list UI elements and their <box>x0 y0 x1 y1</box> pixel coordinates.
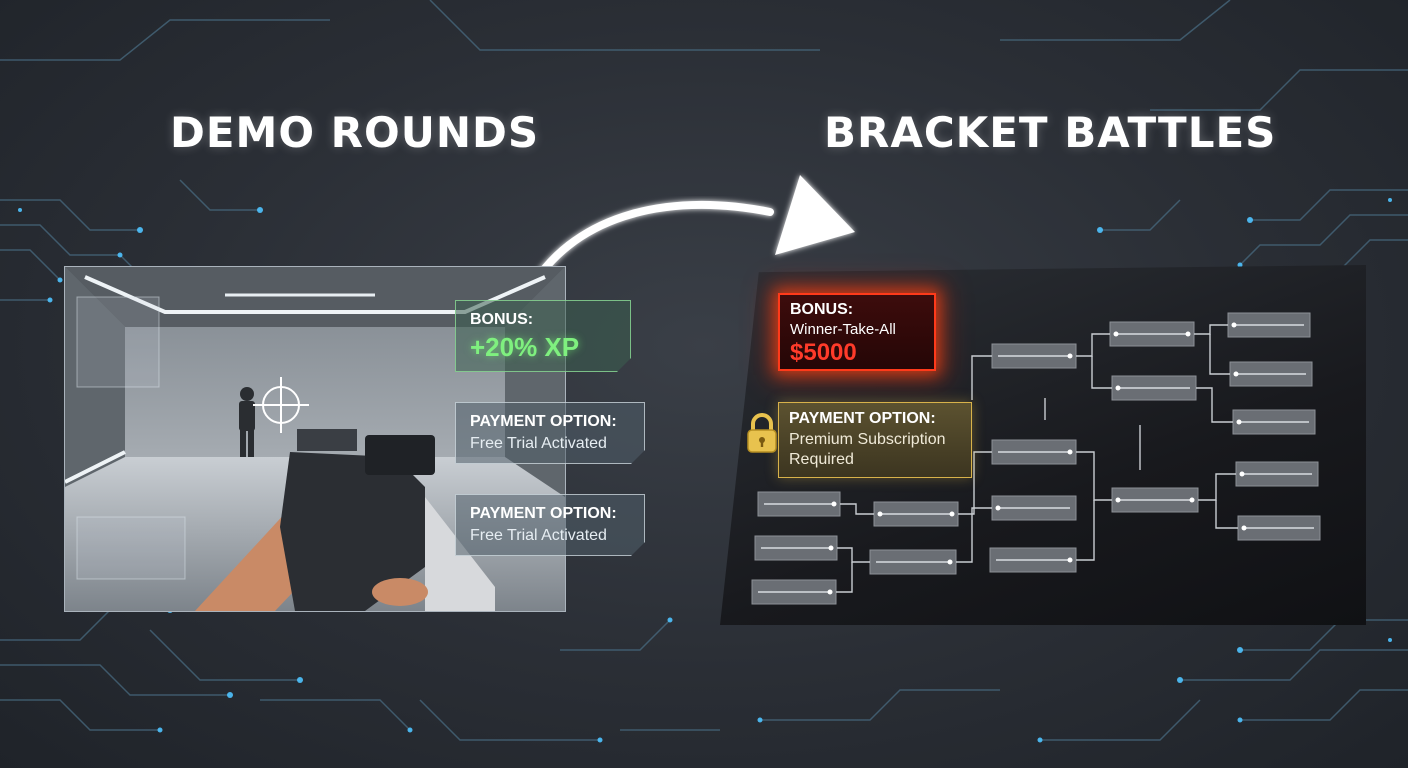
payment-title-2: PAYMENT OPTION: <box>470 505 617 522</box>
demo-payment-card-1: PAYMENT OPTION: Free Trial Activated <box>455 402 645 464</box>
lock-icon <box>747 413 777 453</box>
payment-detail-1: Free Trial Activated <box>470 435 607 452</box>
bracket-payment-title: PAYMENT OPTION: <box>789 410 936 427</box>
demo-bonus-card: BONUS: +20% XP <box>455 300 631 372</box>
bracket-bonus-card: BONUS: Winner-Take-All $5000 <box>778 293 936 371</box>
demo-bonus-title: BONUS: <box>470 311 534 328</box>
payment-title-1: PAYMENT OPTION: <box>470 413 617 430</box>
bracket-bonus-detail: Winner-Take-All <box>790 321 896 338</box>
demo-bonus-value: +20% XP <box>470 332 580 362</box>
bracket-battles-heading: BRACKET BATTLES <box>824 108 1277 157</box>
bracket-payment-detail: Premium Subscription Required <box>789 431 946 468</box>
demo-rounds-heading: DEMO ROUNDS <box>170 108 540 157</box>
payment-detail-2: Free Trial Activated <box>470 527 607 544</box>
demo-payment-card-2: PAYMENT OPTION: Free Trial Activated <box>455 494 645 556</box>
crosshair-icon <box>253 377 309 433</box>
arrow-icon <box>526 175 855 294</box>
bracket-payment-card: PAYMENT OPTION: Premium Subscription Req… <box>778 402 972 478</box>
bracket-bonus-title: BONUS: <box>790 301 854 318</box>
bracket-bonus-value: $5000 <box>790 339 857 366</box>
